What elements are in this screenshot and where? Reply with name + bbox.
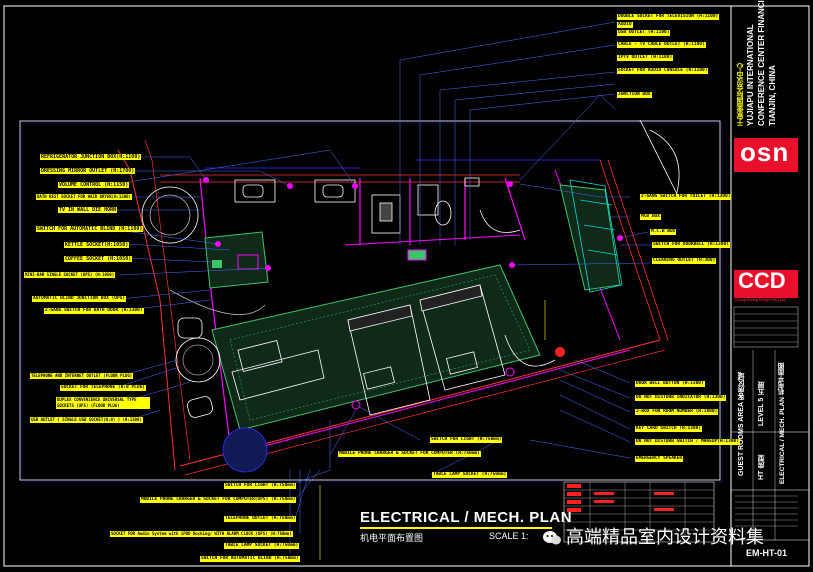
title-block-info [733, 306, 799, 348]
callout-bed-light-switch-right: SWITCH FOR LIGHT (H:750mm) [430, 437, 503, 443]
callout-dressing-mirror: DRESSING MIRROR OUTLET (H:1700) [40, 168, 136, 174]
drawing-title-underline [360, 527, 552, 529]
callout-mcb-box: MCB BOX [640, 214, 661, 220]
callout-coffee-socket: COFFEE SOCKET (H:1050) [64, 256, 133, 262]
callout-table-lamp-left: TABLE LAMP SOCKET (H:750mm) [224, 543, 300, 549]
callout-tv-socket: DOUBLE SOCKET FOR TELEVISION (H:1100) [617, 14, 720, 20]
project-name-cn: 于家堡国际会议中心 [737, 63, 744, 126]
revision-grid [735, 495, 798, 527]
callout-telephone-internet: TELEPHONE AND INTERNET OUTLET (FLOOR PLU… [30, 373, 134, 379]
leader-marks [319, 300, 546, 560]
leader-lines [109, 21, 652, 554]
project-name-en-3: TIANJIN, CHINA [768, 65, 777, 126]
title-block-rows [731, 313, 809, 541]
level-label: LEVEL 5 五层 [758, 381, 765, 426]
drawing-scale: SCALE 1: [489, 531, 529, 541]
sheet-number: EM-HT-01 [746, 548, 788, 558]
callout-kettle-socket: KETTLE SOCKET(H:1050) [64, 242, 130, 248]
callout-blind-switch: SWITCH FOR AUTOMATIC BLIND (H:1100) [36, 226, 144, 232]
beds [347, 284, 506, 416]
callout-table-lamp-right: TABLE LAMP SOCKET (H:750mm) [432, 472, 508, 478]
project-name-en-1: YUJIAPU INTERNATIONAL [746, 24, 755, 126]
room-type-label: HT 房型 [758, 454, 765, 480]
wardrobe [479, 119, 681, 367]
area-label: GUEST ROOMS AREA 客房区域 [738, 372, 745, 476]
callout-refrigerator-jbox: REFRIGERATOR JUNCTION BOX(H:1100) [40, 154, 142, 160]
callout-catv: CABLE - TV CABLE OUTLET (H:1100) [617, 42, 706, 48]
drawing-title: ELECTRICAL / MECH. PLAN [360, 509, 573, 526]
osn-logo: osn [740, 137, 790, 167]
callout-room-number: J-BOX FOR ROOM NUMBER (H:1800) [635, 409, 719, 415]
drawing-subtitle-cn: 机电平面布置图 [360, 534, 424, 544]
callout-bed-phone-charger-right: MOBILE PHONE CHARGER & SOCKET FOR COMPUT… [338, 451, 481, 457]
callout-minibar-socket: MINI-BAR SINGLE SOCKET (UPS) (H:1050) [24, 272, 116, 278]
callout-duplex-sockets: DUPLEX CONVENIENCE UNIVERSAL TYPE SOCKET… [56, 397, 150, 409]
callout-bath-door-switch: 2-GANG SWITCH FOR BATH DOOR (H:1300) [44, 308, 144, 314]
ccd-logo: CCD [738, 268, 786, 293]
project-name-en-2: CONFERENCE CENTER FINANCIAL [757, 0, 766, 126]
callout-telephone-outlet: TELEPHONE OUTLET (H:750mm) [224, 516, 297, 522]
wechat-icon [543, 531, 561, 545]
osn-logo-box [734, 138, 798, 172]
callout-doorbell-switch: SWITCH FOR DOORBELL (H:1300) [652, 242, 730, 248]
callout-dnd-indicator: DO NOT DISTURB INDICATOR (H:1300) [635, 395, 727, 401]
sitting-area [169, 289, 325, 473]
callout-blind-switch-bed: SWITCH FOR AUTOMATIC BLIND (H:750mm) [200, 556, 300, 562]
callout-audio: AUDIO [617, 22, 633, 28]
callout-dnd-switch: DO NOT DISTURB SWITCH / MAKEUP(H:1300) [635, 439, 740, 445]
sheet-description: ELECTRICAL / MECH. PLAN 机电平面图 [779, 362, 786, 484]
callout-cleaning-outlet: CLEANING OUTLET (H:300) [652, 258, 717, 264]
callout-junction-box: JUNCTION BOX [617, 92, 652, 98]
callout-doorbell-button: DOOR BELL BUTTON (H:1300) [635, 381, 705, 387]
ccd-logo-box [734, 270, 798, 298]
watermark-text: 高端精品室内设计资料集 [566, 527, 764, 548]
callout-mcb-box-2: M.C.B BOX [650, 229, 677, 235]
callout-key-card: KEY CARD SWITCH (H:1300) [635, 426, 703, 432]
callout-volume-control: VOLUME CONTROL (H:1150) [58, 182, 130, 188]
callout-audio-console: SOCKET FOR AUDIO CONSOLE (H:1100) [617, 68, 709, 74]
callout-tv-horn: TV IN WALL DIE HORN [58, 207, 118, 213]
callout-usb-outlet: USB OUTLET ( SINGLE USB SOCKET(H:0) ) (H… [30, 417, 143, 423]
callout-emergency-speaker: EMERGENCY SPEAKER [635, 456, 684, 462]
bathroom-fixtures [141, 177, 480, 244]
callout-telephone-socket: SOCKET FOR TELEPHONE (H:0 PLUG) [60, 385, 146, 391]
callout-bed-phone-charger-left: MOBILE PHONE CHARGER & SOCKET FOR COMPUT… [140, 497, 297, 503]
device-symbols [203, 177, 623, 410]
callout-iptv: IPTV OUTLET (H:1100) [617, 55, 674, 61]
callout-blind-jbox: AUTOMATIC BLIND JUNCTION BOX (UPS) [32, 296, 127, 302]
callout-hair-dryer: BATH REST SOCKET FOR HAIR DRYER(H:1300) [36, 194, 132, 200]
plan-viewport-frame [19, 120, 721, 481]
legend-table [563, 481, 715, 543]
callout-audio-ipod: SOCKET FOR Audio System with iPOD Dockin… [110, 531, 293, 537]
callout-usb-tv: USB OUTLET (H:1100) [617, 30, 671, 36]
callout-toilet-switch: 2-GANG SWITCH FOR TOILET (H:1300) [640, 194, 732, 200]
callout-bed-light-switch-left: SWITCH FOR LIGHT (H:750mm) [224, 483, 297, 489]
ccd-tagline: Cheng Chung Design (HK) Ltd. [735, 298, 787, 302]
plan-viewport-inner [21, 122, 723, 483]
sheet-border [3, 5, 810, 567]
